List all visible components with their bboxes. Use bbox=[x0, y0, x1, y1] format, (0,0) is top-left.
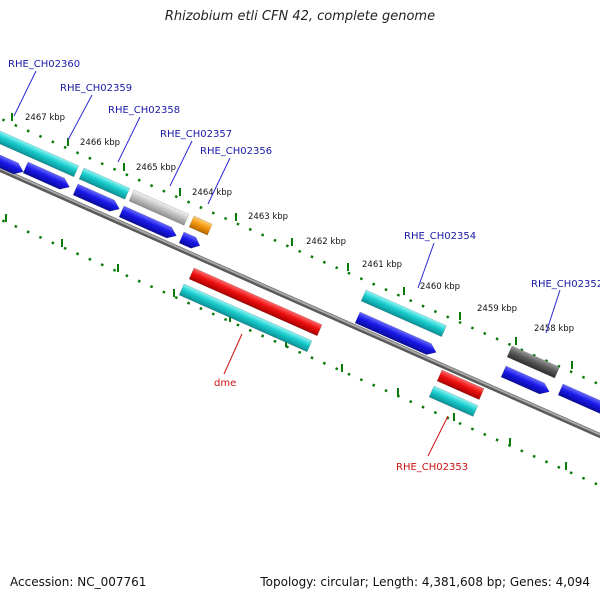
features-layer bbox=[0, 121, 600, 419]
leader-line bbox=[117, 116, 141, 163]
gene-RHE_CH02356[interactable] bbox=[178, 231, 202, 251]
gene-blue-arrow[interactable] bbox=[22, 161, 72, 192]
leader-line bbox=[13, 70, 37, 117]
tick-label: 2458 kbp bbox=[534, 324, 574, 334]
gene-blue-arrow[interactable] bbox=[500, 365, 552, 397]
feature-label[interactable]: RHE_CH02353 bbox=[396, 462, 468, 473]
gene-dme-cyan[interactable] bbox=[178, 283, 313, 353]
feature-label[interactable]: RHE_CH02358 bbox=[108, 105, 180, 116]
map-title: Rhizobium etli CFN 42, complete genome bbox=[164, 9, 436, 24]
tick-labels: 2467 kbp 2466 kbp 2465 kbp 2464 kbp 2463… bbox=[25, 113, 574, 334]
gene-RHE_CH02353[interactable] bbox=[436, 369, 485, 400]
genome-summary-text: Topology: circular; Length: 4,381,608 bp… bbox=[260, 575, 590, 589]
leader-line bbox=[545, 289, 561, 334]
gene-blue-arrow[interactable] bbox=[0, 145, 26, 177]
gene-RHE_CH02357[interactable] bbox=[188, 215, 213, 236]
tick-label: 2464 kbp bbox=[192, 188, 232, 198]
feature-label[interactable]: RHE_CH02356 bbox=[200, 146, 272, 157]
leader-line bbox=[207, 157, 231, 205]
genome-axis bbox=[0, 166, 600, 439]
gene-dme[interactable] bbox=[188, 267, 323, 337]
gene-RHE_CH02359[interactable] bbox=[78, 167, 131, 200]
leader-line bbox=[169, 140, 193, 187]
gene-blue-arrow[interactable] bbox=[557, 383, 600, 419]
gene-RHE_CH02358[interactable] bbox=[128, 189, 190, 226]
tick-label: 2459 kbp bbox=[477, 304, 517, 314]
feature-label[interactable]: RHE_CH02354 bbox=[404, 231, 476, 242]
tick-label: 2467 kbp bbox=[25, 113, 65, 123]
feature-label[interactable]: dme bbox=[214, 378, 236, 389]
leader-lines bbox=[13, 70, 561, 457]
tick-label: 2462 kbp bbox=[306, 237, 346, 247]
gene-RHE_CH02354[interactable] bbox=[360, 289, 447, 337]
tick-label: 2460 kbp bbox=[420, 282, 460, 292]
gene-blue-arrow[interactable] bbox=[354, 311, 438, 358]
gene-RHE_CH02352[interactable] bbox=[506, 345, 560, 379]
accession-text: Accession: NC_007761 bbox=[10, 575, 147, 589]
feature-label[interactable]: RHE_CH02352 bbox=[531, 279, 600, 290]
feature-label[interactable]: RHE_CH02359 bbox=[60, 83, 132, 94]
tick-label: 2466 kbp bbox=[80, 138, 120, 148]
feature-label[interactable]: RHE_CH02360 bbox=[8, 59, 80, 70]
leader-line bbox=[417, 242, 435, 289]
tick-track-forward bbox=[0, 117, 600, 386]
major-ticks bbox=[5, 113, 573, 470]
tick-track-reverse bbox=[0, 218, 600, 487]
gene-blue-arrow[interactable] bbox=[118, 205, 179, 241]
gene-RHE_CH02360[interactable] bbox=[0, 121, 80, 178]
gene-RHE_CH02353-cyan[interactable] bbox=[428, 385, 479, 417]
feature-labels: RHE_CH02360 RHE_CH02359 RHE_CH02358 RHE_… bbox=[8, 59, 600, 473]
gene-blue-arrow[interactable] bbox=[72, 183, 122, 214]
leader-line bbox=[223, 333, 243, 375]
tick-label: 2463 kbp bbox=[248, 212, 288, 222]
feature-label[interactable]: RHE_CH02357 bbox=[160, 129, 232, 140]
leader-line bbox=[67, 94, 93, 141]
tick-label: 2465 kbp bbox=[136, 163, 176, 173]
tick-label: 2461 kbp bbox=[362, 260, 402, 270]
leader-line bbox=[427, 415, 449, 457]
